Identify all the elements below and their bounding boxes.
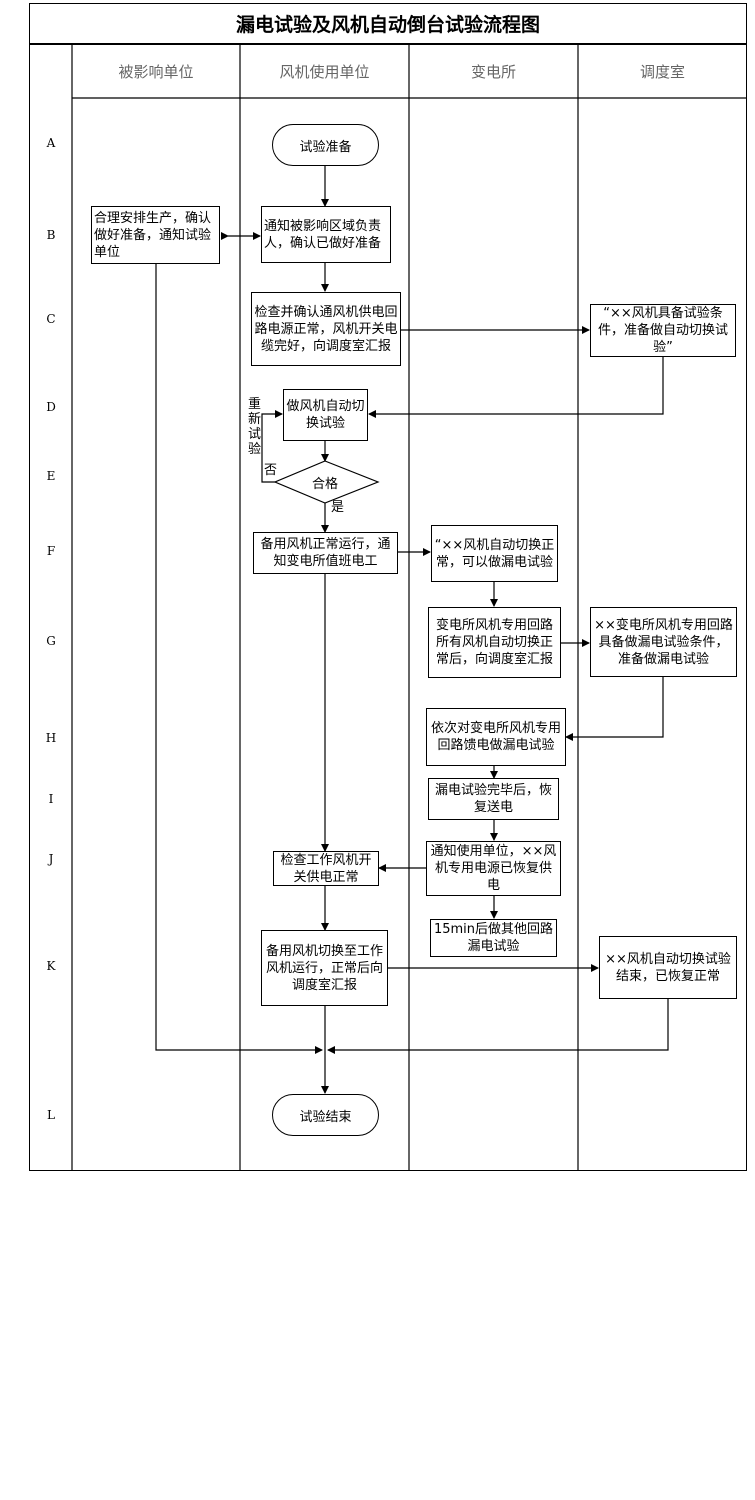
- row-label-e: E: [46, 469, 56, 483]
- lane-header-affected-unit: 被影响单位: [118, 63, 194, 81]
- decision-pass-label: 合格: [311, 476, 338, 492]
- process-arrange-production: 合理安排生产，确认做好准备，通知试验单位: [91, 206, 220, 264]
- process-leak-test-feeders: 依次对变电所风机专用回路馈电做漏电试验: [426, 708, 566, 766]
- process-dispatch-ready-leak-test: ××变电所风机专用回路具备做漏电试验条件，准备做漏电试验: [590, 607, 737, 677]
- arrow-dispatch-to-leak-test: [565, 677, 664, 741]
- row-label-h: H: [45, 731, 57, 745]
- flowchart-frame: [29, 3, 747, 1171]
- decision-diamond: [273, 460, 380, 504]
- row-label-b: B: [46, 228, 56, 242]
- process-restore-power: 漏电试验完毕后，恢复送电: [428, 778, 559, 820]
- row-label-l: L: [47, 1108, 55, 1122]
- process-sub-switch-normal: “××风机自动切换正常，可以做漏电试验: [431, 525, 558, 582]
- arrow-affected-to-merge: [155, 263, 323, 1054]
- row-label-f: F: [46, 544, 56, 558]
- lane-header-dispatch-room: 调度室: [639, 63, 685, 81]
- process-check-working-fan: 检查工作风机开关供电正常: [273, 851, 379, 886]
- row-label-i: I: [48, 792, 54, 806]
- process-notify-affected-area: 通知被影响区域负责人，确认已做好准备: [261, 206, 391, 263]
- end-terminal: 试验结束: [272, 1094, 379, 1136]
- row-label-c: C: [46, 312, 56, 326]
- swimlane-grid: [71, 45, 747, 1171]
- row-label-k: K: [46, 959, 56, 973]
- process-standby-fan-running: 备用风机正常运行，通知变电所值班电工: [253, 532, 398, 574]
- arrow-retest-loop: [261, 410, 283, 483]
- lane-header-substation: 变电所: [470, 63, 516, 81]
- row-label-a: A: [46, 136, 56, 150]
- decision-no-label: 否: [264, 463, 278, 478]
- process-dispatch-test-complete: ××风机自动切换试验结束，已恢复正常: [599, 936, 737, 999]
- row-label-j: J: [48, 852, 54, 866]
- process-switch-back-report: 备用风机切换至工作风机运行，正常后向调度室汇报: [261, 930, 388, 1006]
- process-sub-report-dispatch: 变电所风机专用回路所有风机自动切换正常后，向调度室汇报: [428, 607, 561, 678]
- arrow-dispatch-to-switch-test: [368, 357, 664, 418]
- arrow-dispatch-to-merge: [327, 999, 669, 1054]
- row-label-d: D: [46, 400, 56, 414]
- process-notify-power-restored: 通知使用单位，××风机专用电源已恢复供电: [426, 841, 561, 896]
- chart-title: 漏电试验及风机自动倒台试验流程图: [29, 3, 747, 45]
- process-auto-switch-test: 做风机自动切换试验: [283, 389, 368, 441]
- row-label-g: G: [46, 634, 56, 648]
- process-dispatch-ready-switch-test: “××风机具备试验条件，准备做自动切换试验”: [590, 304, 736, 357]
- process-check-power-supply: 检查并确认通风机供电回路电源正常，风机开关电缆完好，向调度室汇报: [251, 292, 401, 366]
- retest-label: 重新试验: [248, 397, 262, 457]
- decision-yes-label: 是: [331, 500, 345, 515]
- lane-header-fan-user-unit: 风机使用单位: [279, 63, 370, 81]
- start-terminal: 试验准备: [272, 124, 379, 166]
- process-other-circuit-leak-test: 15min后做其他回路漏电试验: [430, 919, 557, 957]
